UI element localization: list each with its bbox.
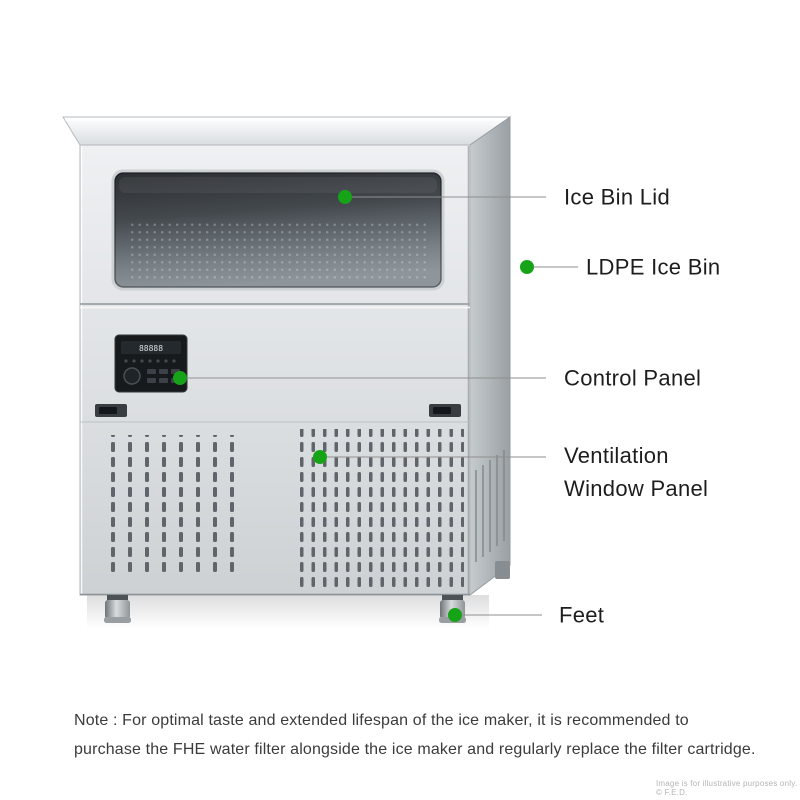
control-panel-line <box>187 377 546 379</box>
control-panel-buttons <box>124 359 176 363</box>
ice-bin-lid-dot <box>338 190 352 204</box>
feet-line <box>462 614 542 616</box>
note-line2: purchase the FHE water filter alongside … <box>74 741 756 758</box>
machine-top <box>62 116 512 146</box>
ventilation-label: Ventilation Window Panel <box>564 439 708 505</box>
ice-maker-illustration: 88888 <box>62 116 512 629</box>
ventilation-dot <box>313 450 327 464</box>
feet-dot <box>448 608 462 622</box>
ventilation-grille-left <box>100 435 234 577</box>
control-panel-display: 88888 <box>139 344 163 353</box>
ldpe-ice-bin-line <box>534 266 578 268</box>
control-panel: 88888 <box>114 334 188 393</box>
footer-disclaimer: Image is for illustrative purposes only.… <box>656 779 798 797</box>
note-text: Note : For optimal taste and extended li… <box>74 706 756 764</box>
control-panel-dot <box>173 371 187 385</box>
ventilation-label-line1: Ventilation <box>564 443 669 468</box>
panel-latches <box>95 404 461 417</box>
ldpe-ice-bin-label: LDPE Ice Bin <box>586 254 721 280</box>
ldpe-ice-bin-dot <box>520 260 534 274</box>
ice-bin-lid-window <box>111 169 445 291</box>
ventilation-label-line2: Window Panel <box>564 476 709 501</box>
control-panel-dial <box>123 367 141 385</box>
ice-bin-lid-label: Ice Bin Lid <box>564 184 671 210</box>
note-line1: Note : For optimal taste and extended li… <box>74 712 689 729</box>
side-vents <box>475 450 505 562</box>
control-panel-label: Control Panel <box>564 365 702 391</box>
feet-label: Feet <box>559 602 605 628</box>
machine-shadow <box>87 595 489 629</box>
ice-bin-lid-line <box>352 196 546 198</box>
ventilation-line <box>327 456 546 458</box>
